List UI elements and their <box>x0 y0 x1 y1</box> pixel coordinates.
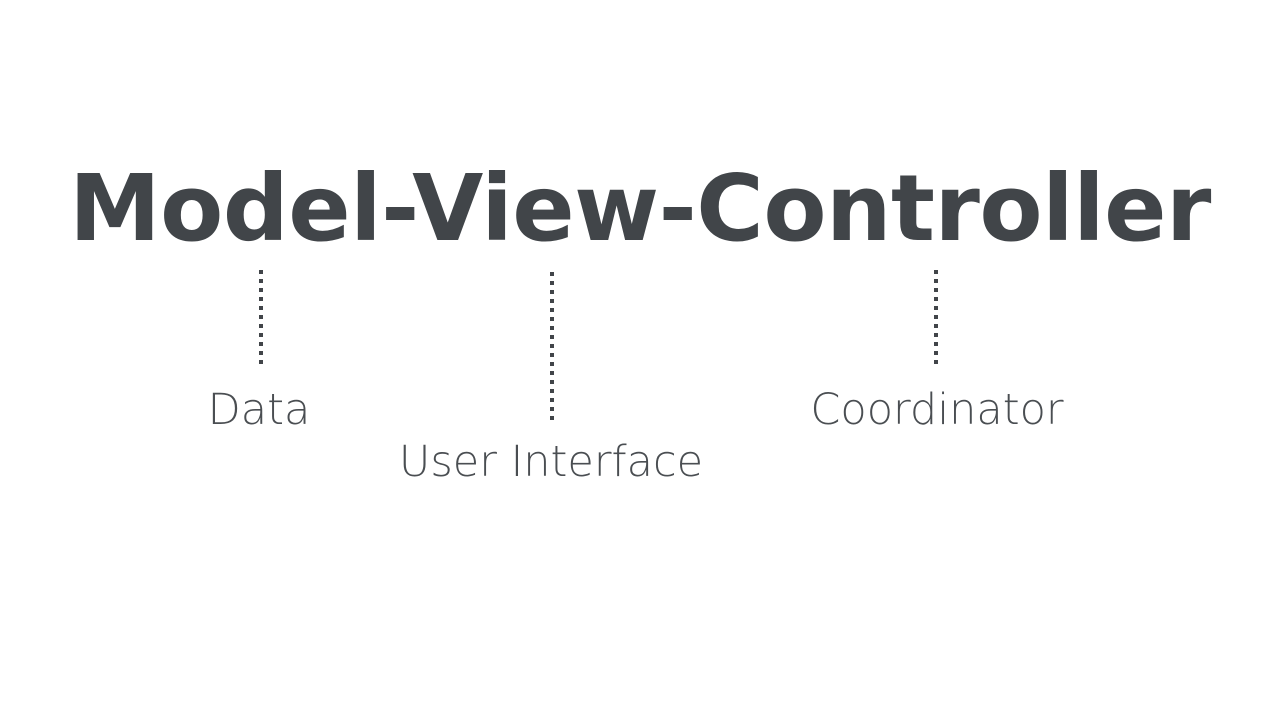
label-view-user-interface: User Interface <box>398 437 704 487</box>
connector-line-view <box>550 272 554 420</box>
connector-line-model <box>259 270 263 368</box>
label-controller-coordinator: Coordinator <box>810 385 1064 435</box>
connector-line-controller <box>934 270 938 368</box>
page-title: Model-View-Controller <box>69 155 1211 262</box>
label-model-data: Data <box>207 385 311 435</box>
